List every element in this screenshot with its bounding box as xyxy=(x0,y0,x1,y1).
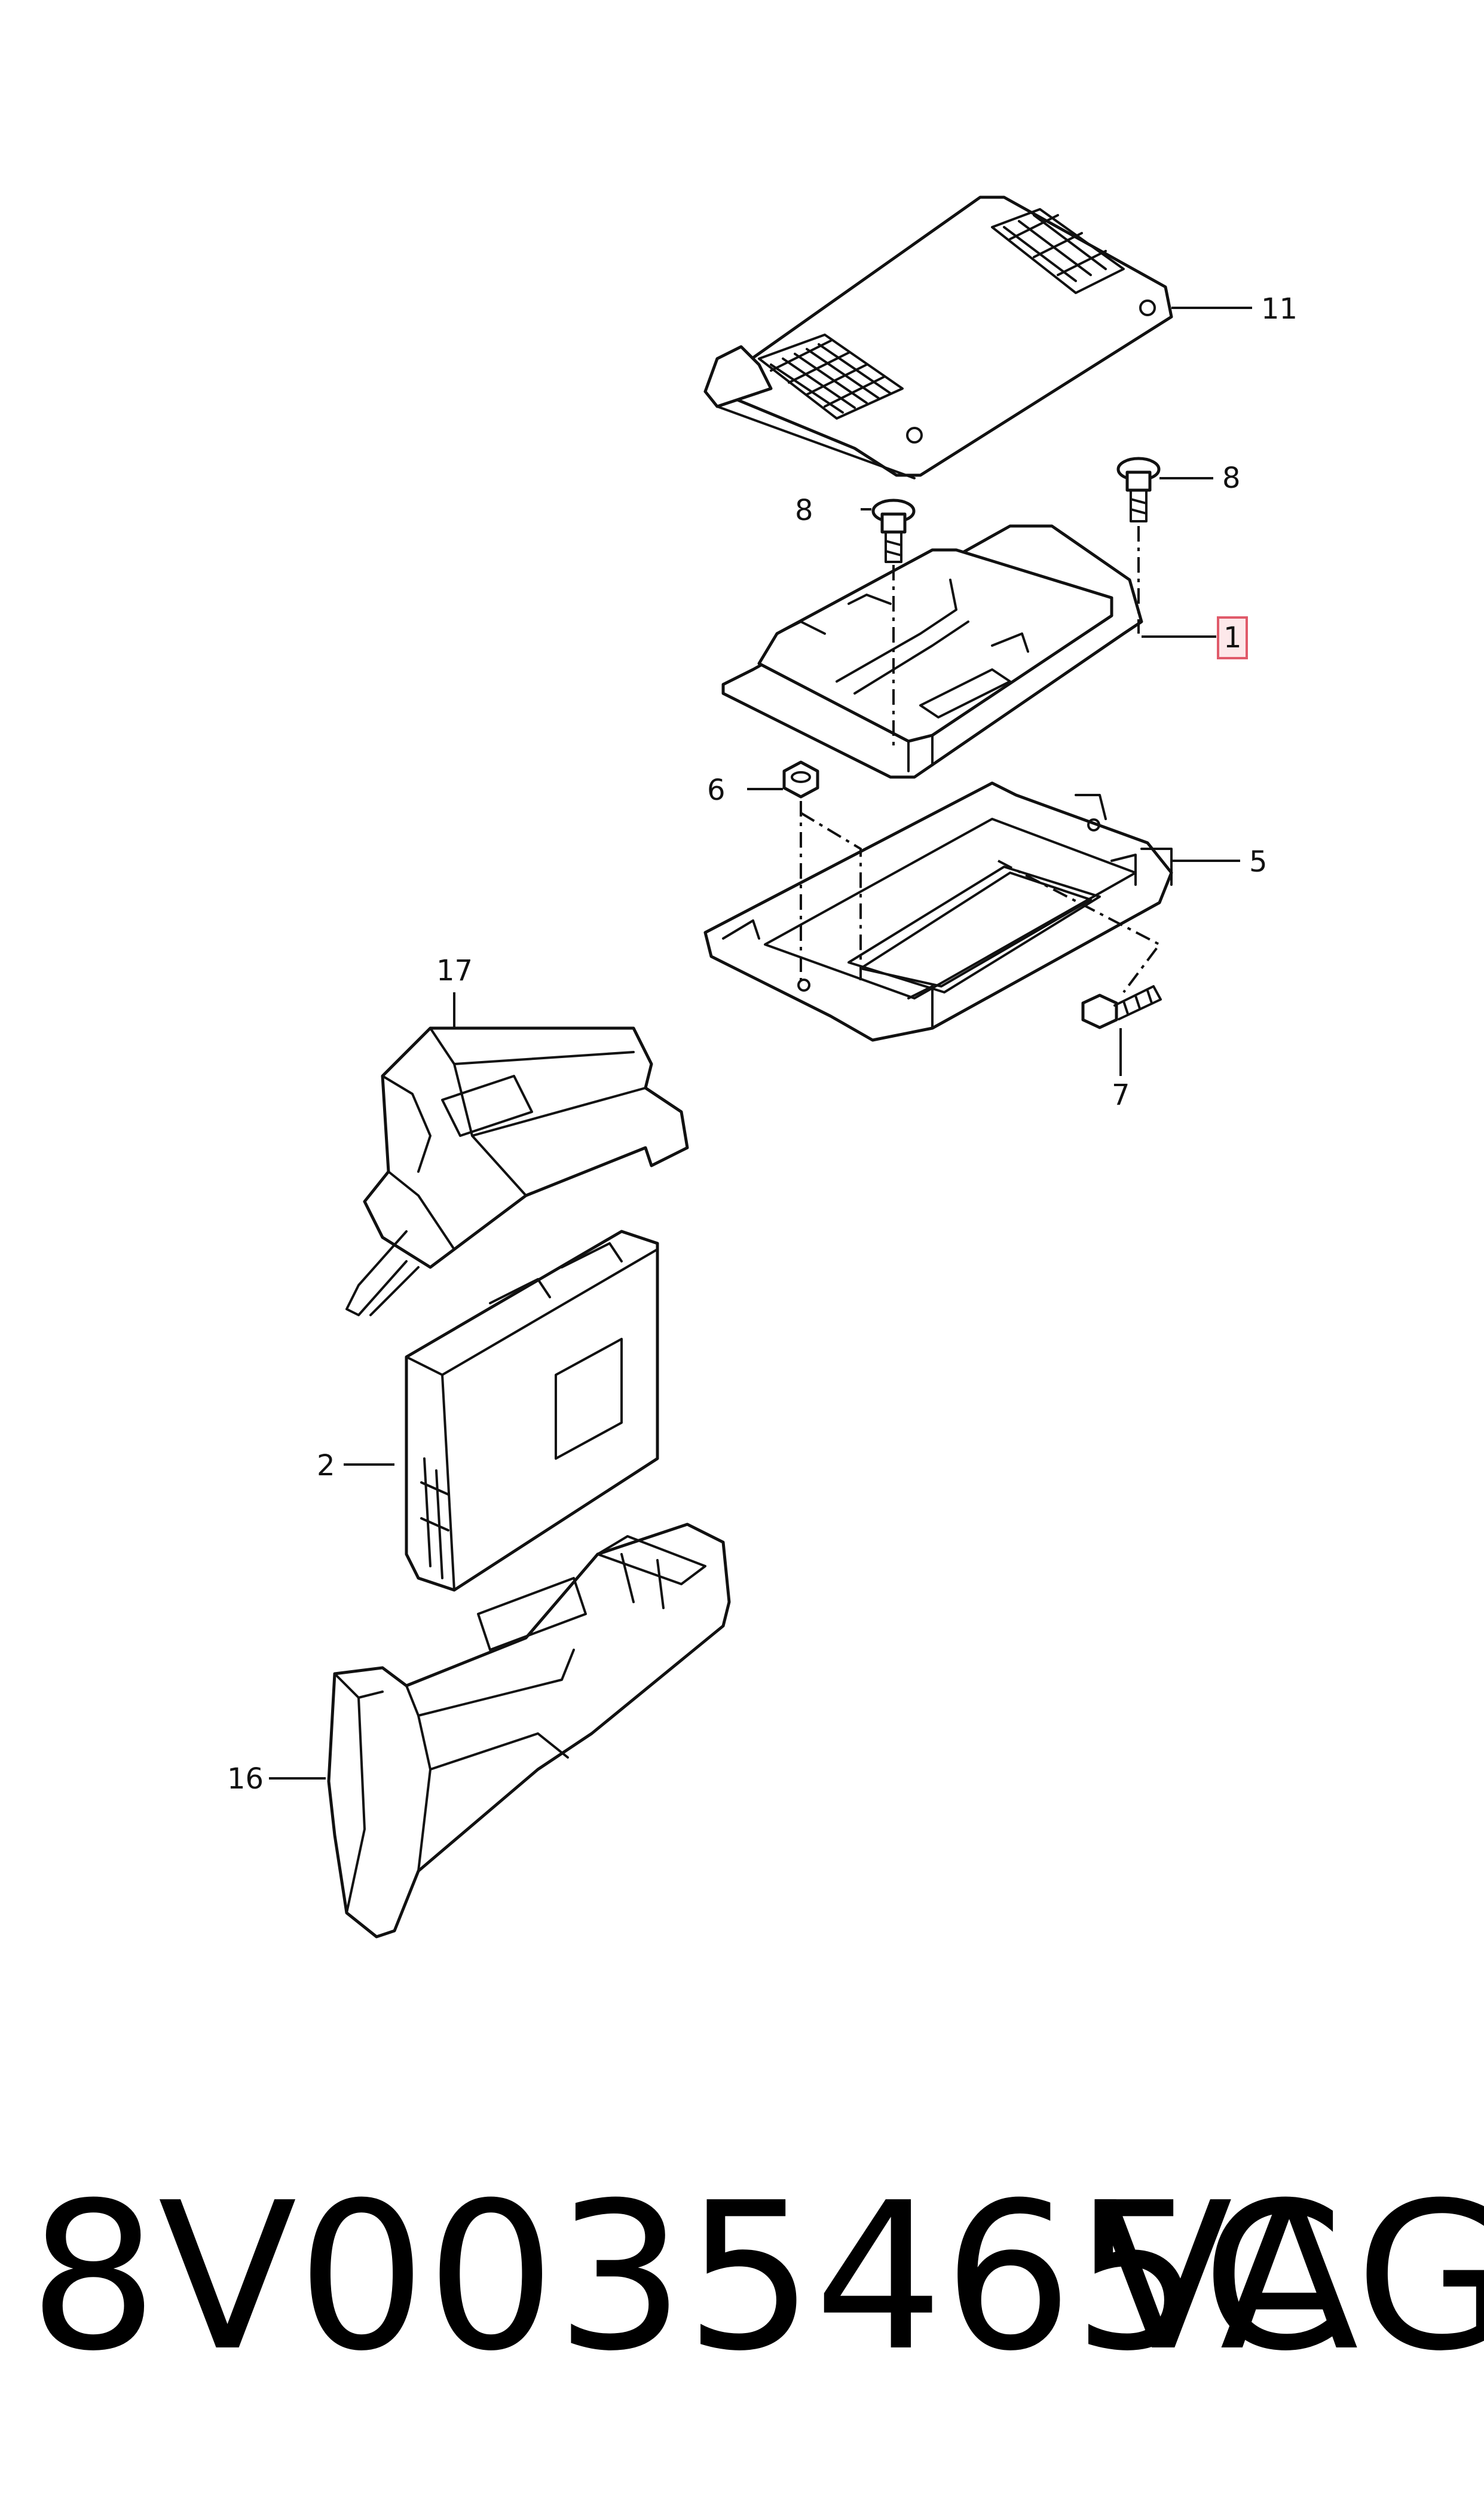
part-8-screw-left xyxy=(871,499,916,563)
callout-2: 2 xyxy=(317,1449,335,1482)
part-16-base xyxy=(327,1523,731,1939)
brand-label: VAG xyxy=(1094,2159,1484,2396)
part-17-upper-bracket xyxy=(345,1026,689,1316)
highlight-box xyxy=(1217,616,1248,659)
part-5-bracket xyxy=(703,781,1173,1042)
part-8-screw-right xyxy=(1116,457,1161,522)
part-11-cover xyxy=(703,195,1173,479)
part-7-bolt xyxy=(1081,985,1162,1029)
alignment-lines xyxy=(800,526,1162,993)
callout-7: 7 xyxy=(1112,1078,1130,1112)
callout-8-left: 8 xyxy=(795,494,813,527)
callout-11: 11 xyxy=(1261,292,1298,326)
part-6-nut xyxy=(782,760,819,799)
part-2-ecu xyxy=(405,1230,659,1592)
callout-17: 17 xyxy=(436,954,473,988)
callout-5: 5 xyxy=(1249,845,1268,879)
callouts: 11 8 8 1 6 5 7 17 2 16 xyxy=(227,292,1298,1796)
callout-1: 1 xyxy=(1223,621,1242,655)
part-1-control-module xyxy=(721,524,1143,779)
callout-6: 6 xyxy=(707,774,726,807)
leader-lines xyxy=(269,307,1252,1780)
callout-8-right: 8 xyxy=(1222,461,1241,495)
part-number-label: 8V0035465C xyxy=(29,2159,1344,2396)
callout-16: 16 xyxy=(227,1762,264,1796)
